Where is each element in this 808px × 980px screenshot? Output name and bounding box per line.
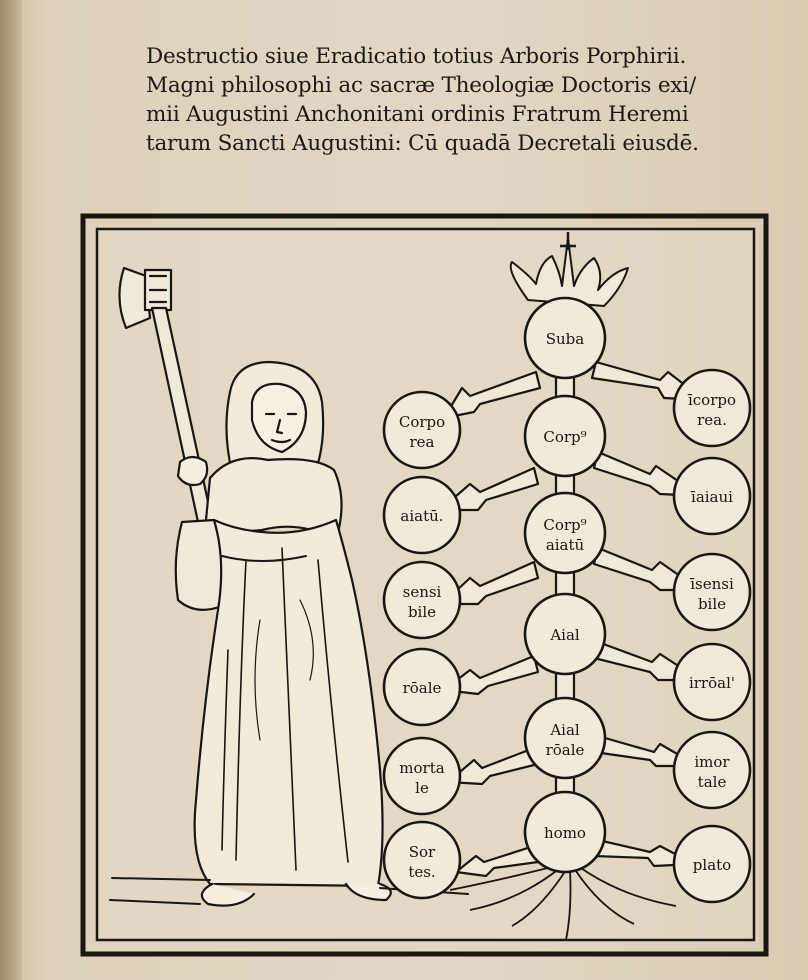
tree-node-label-line2: aiatū [546,536,585,554]
tree-node-label-line2: tes. [408,863,435,881]
axe-head [118,266,152,330]
tree-node-label: plato [693,856,731,874]
page-heading: Destructio siue Eradicatio totius Arbori… [146,42,746,158]
branch-left-1 [442,370,542,420]
tree-node-left-3: sensi bile [382,560,462,640]
tree-node-right-2: īaiaui [672,456,752,536]
tree-node-circle [382,820,462,900]
heading-line-2: Magni philosophi ac sacræ Theologiæ Doct… [146,73,697,98]
tree-node-trunk-1: Suba [523,296,607,380]
tree-node-circle [382,475,462,555]
tree-node-circle [523,592,607,676]
branch-left-6 [454,844,540,878]
tree-node-right-6: plato [672,824,752,904]
tree-node-label: morta [399,759,444,777]
tree-node-circle [382,390,462,470]
tree-node-label: Corpo [399,413,445,431]
tree-node-circle [672,552,752,632]
tree-node-label-line2: rea [410,433,435,451]
tree-node-label: Corp⁹ [543,516,586,534]
friar-bag [174,518,225,611]
tree-node-circle [672,730,752,810]
tree-node-trunk-5: Aial rōale [523,696,607,780]
tree-node-label: sensi [403,583,442,601]
tree-node-label: aiatū. [400,507,443,525]
tree-node-label-line2: le [415,779,429,797]
woodcut-inner-frame [95,227,756,942]
tree-node-circle [672,642,752,722]
tree-node-label-line2: rōale [546,741,585,759]
tree-roots [449,865,677,941]
tree-node-label: Suba [546,330,585,348]
heading-line-3: mii Augustini Anchonitani ordinis Fratru… [146,102,689,127]
branch-left-4 [442,654,540,696]
tree-node-circle [382,560,462,640]
tree-node-left-4: rōale [382,647,462,727]
tree-node-circle [523,696,607,780]
tree-node-label: īaiaui [690,488,733,506]
tree-node-label: homo [544,824,586,842]
tree-node-label-line2: tale [698,773,727,791]
tree-node-circle [523,296,607,380]
tree-node-label: rōale [403,679,442,697]
heading-line-4: tarum Sancti Augustini: Cū quadā Decreta… [146,131,699,156]
tree-node-label: īcorpo [687,391,736,409]
page-gutter [0,0,22,980]
tree-node-right-5: imor tale [672,730,752,810]
tree-node-circle [382,647,462,727]
tree-node-trunk-2: Corp⁹ [523,394,607,478]
woodcut-outer-frame [80,213,769,957]
tree-node-circle [523,491,607,575]
branch-left-5 [446,746,540,786]
porphyrian-tree-nodes: SubaCorp⁹Corp⁹aiatūAialAialrōalehomoCorp… [382,296,752,904]
tree-node-label: Aial [549,721,580,739]
tree-node-left-5: morta le [382,736,462,816]
tree-node-right-3: īsensi bile [672,552,752,632]
tree-node-label: Sor [409,843,436,861]
crown-icon [509,232,629,307]
tree-node-label: irrōal' [689,674,735,692]
tree-node-circle [523,790,607,874]
tree-node-left-2: aiatū. [382,475,462,555]
friar-face [250,382,308,454]
tree-node-label: imor [694,753,730,771]
tree-node-circle [672,368,752,448]
friar-with-axe-figure [109,266,469,907]
tree-node-circle [672,456,752,536]
tree-node-right-1: īcorpo rea. [672,368,752,448]
tree-node-circle [523,394,607,478]
tree-node-right-4: irrōal' [672,642,752,722]
friar-hand [176,455,209,487]
tree-node-circle [672,824,752,904]
tree-node-label-line2: bile [408,603,436,621]
tree-node-trunk-3: Corp⁹ aiatū [523,491,607,575]
tree-node-left-6: Sor tes. [382,820,462,900]
tree-node-label: Corp⁹ [543,428,586,446]
tree-node-label-line2: bile [698,595,726,613]
tree-node-circle [382,736,462,816]
tree-node-label-line2: rea. [697,411,727,429]
tree-node-label: Aial [549,626,580,644]
tree-node-left-1: Corpo rea [382,390,462,470]
heading-line-1: Destructio siue Eradicatio totius Arbori… [146,44,687,69]
tree-node-label: īsensi [689,575,734,593]
tree-node-trunk-6: homo [523,790,607,874]
tree-node-trunk-4: Aial [523,592,607,676]
